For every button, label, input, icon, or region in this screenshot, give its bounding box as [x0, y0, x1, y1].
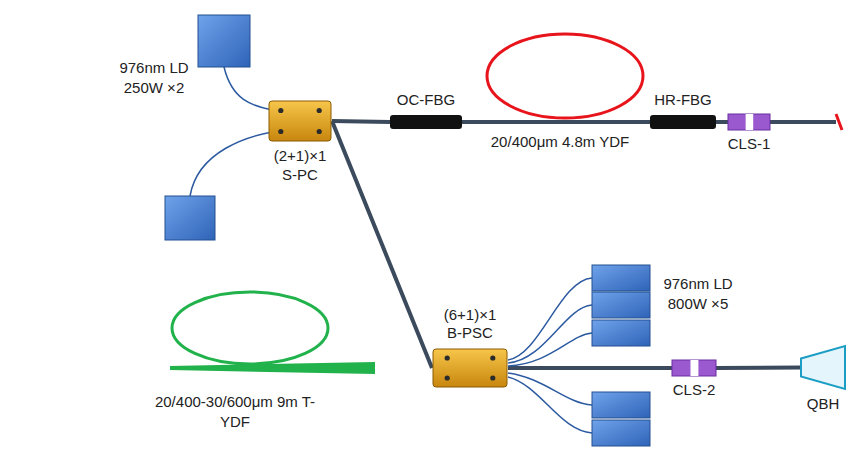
laser-diode: [165, 196, 215, 240]
laser-diode: [592, 420, 650, 446]
qbh-shape: [800, 345, 846, 390]
fiber-connector: [716, 120, 728, 124]
laser-diode: [592, 265, 650, 291]
fiber-label: 976nm LD 250W ×2: [112, 58, 196, 97]
qbh-connector: QBH: [800, 345, 846, 390]
cladding-stripper: CLS-1: [728, 114, 770, 130]
part-label: HR-FBG: [654, 91, 712, 110]
pump-fiber: [190, 132, 272, 196]
part-label: CLS-1: [728, 135, 771, 154]
pump-fiber: [508, 278, 592, 360]
pc-shape: [432, 348, 508, 388]
fiber-tail: [770, 120, 836, 124]
cladding-stripper: CLS-2: [672, 360, 716, 376]
laser-diode: [592, 292, 650, 318]
part-label: CLS-2: [673, 381, 716, 400]
tydf-coil: [172, 292, 328, 364]
fiber-label: 976nm LD 800W ×5: [656, 274, 740, 313]
pump-fiber: [224, 67, 272, 110]
pc-shape: [268, 100, 332, 142]
fbg-shape: [390, 115, 462, 129]
pump-combiner: (6+1)×1 B-PSC: [432, 348, 508, 388]
ydf-coil: [487, 34, 643, 118]
part-label: (6+1)×1 B-PSC: [435, 306, 505, 344]
cls-shape: [672, 360, 716, 376]
part-label: QBH: [807, 395, 840, 414]
pump-fiber: [508, 333, 592, 366]
pump-combiner: (2+1)×1 S-PC: [268, 100, 332, 142]
laser-diode: [592, 392, 650, 418]
fiber-connector: [332, 121, 390, 122]
pump-fiber: [508, 377, 592, 433]
cls-shape: [728, 114, 770, 130]
fiber-grating: OC-FBG: [390, 115, 462, 129]
fiber-connector: [716, 366, 800, 371]
fiber-grating: HR-FBG: [650, 115, 716, 129]
laser-diode: [592, 320, 650, 346]
pump-fiber: [508, 373, 592, 405]
fbg-shape: [650, 115, 716, 129]
fiber-connector: [462, 120, 650, 124]
fiber-connector: [508, 366, 672, 370]
tydf-taper: [170, 362, 375, 374]
fiber-label: 20/400μm 4.8m YDF: [470, 132, 650, 152]
fiber-label: 20/400-30/600μm 9m T-YDF: [150, 392, 320, 431]
part-label: OC-FBG: [397, 91, 455, 110]
angled-end: [836, 114, 842, 130]
fiber-connector: [332, 121, 432, 368]
laser-diode: [198, 15, 250, 67]
part-label: (2+1)×1 S-PC: [265, 147, 335, 185]
